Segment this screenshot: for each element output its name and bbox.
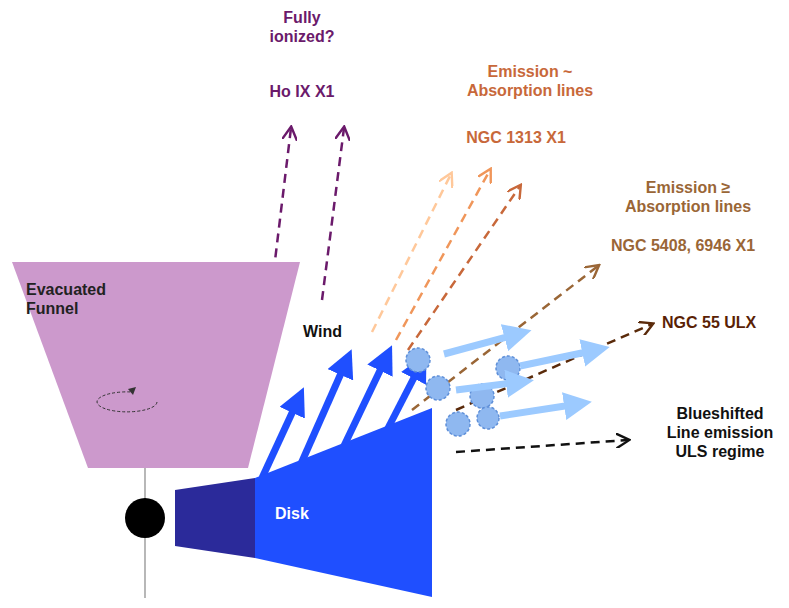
funnel-shape: [12, 262, 300, 468]
sightline-label: Fully ionized?: [257, 8, 347, 46]
region-label: Evacuated Funnel: [26, 280, 136, 318]
disk-shape: [175, 408, 432, 597]
sightline-label: Blueshifted Line emission ULS regime: [658, 404, 782, 462]
sightline-label: NGC 5408, 6946 X1: [593, 236, 773, 255]
disk-shape: [255, 408, 432, 597]
spin-symbol: [128, 387, 136, 395]
sightline-arrow: [408, 186, 520, 350]
sightline-arrow: [456, 324, 652, 410]
sightline-label: NGC 55 ULX: [662, 313, 782, 332]
clump-arrow: [456, 382, 520, 390]
black-hole: [125, 498, 165, 538]
clump-arrow: [520, 350, 596, 366]
disk-shape: [175, 478, 255, 558]
funnel-region: Evacuated Funnel: [12, 262, 300, 468]
disk-region: Disk: [175, 408, 432, 597]
sightline-arrow: [322, 128, 344, 300]
sightline-label: Ho IX X1: [247, 82, 357, 101]
wind-label: Wind: [303, 322, 363, 341]
sightline-arrow: [372, 174, 451, 332]
sightline-arrow: [456, 440, 628, 452]
sightline-label: NGC 1313 X1: [446, 128, 586, 147]
region-label: Disk: [275, 504, 335, 523]
sightline-label: Emission ≥ Absorption lines: [608, 178, 768, 216]
sightline-arrow: [396, 170, 490, 340]
clump-arrow: [444, 334, 518, 354]
spin-symbol: [97, 392, 157, 412]
sightline-label: Emission ~ Absorption lines: [450, 62, 610, 100]
clump-arrow: [500, 404, 578, 416]
